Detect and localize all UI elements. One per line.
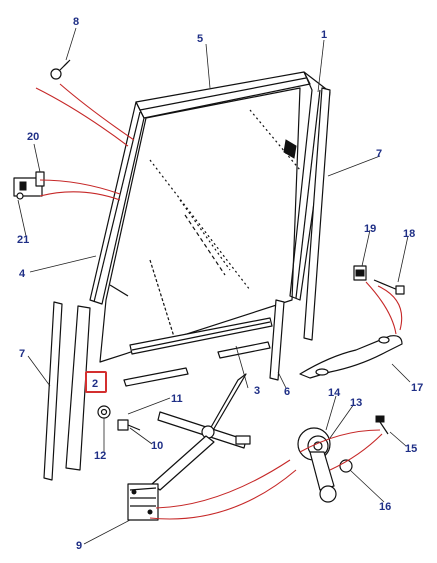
armrest-17 <box>299 335 403 379</box>
screw-15 <box>375 415 389 435</box>
window-regulator <box>127 373 251 521</box>
callout-8: 8 <box>73 16 79 28</box>
callout-20: 20 <box>27 131 39 143</box>
callout-21: 21 <box>17 234 29 246</box>
callout-16: 16 <box>379 501 391 513</box>
callout-10: 10 <box>151 440 163 452</box>
callout-9: 9 <box>76 540 82 552</box>
callout-4: 4 <box>19 268 26 280</box>
screw-8 <box>50 59 71 80</box>
callout-17: 17 <box>411 382 423 394</box>
callout-12: 12 <box>94 450 106 462</box>
run-channels <box>43 87 331 481</box>
nut-19 <box>353 265 367 281</box>
callout-1: 1 <box>321 29 327 41</box>
callout-2-highlight <box>85 371 107 393</box>
winder-handle <box>297 427 337 503</box>
screw-10 <box>117 419 141 431</box>
callout-7-left: 7 <box>19 348 25 360</box>
callout-18: 18 <box>403 228 415 240</box>
callout-3: 3 <box>254 385 260 397</box>
callout-6: 6 <box>284 386 290 398</box>
callout-labels: 1 2 3 4 5 6 7 7 8 9 10 11 12 13 14 15 16… <box>17 16 423 552</box>
clip-20-21 <box>13 171 45 200</box>
callout-7-right: 7 <box>376 148 382 160</box>
window-frame <box>89 71 331 305</box>
callout-13: 13 <box>350 397 362 409</box>
callout-5: 5 <box>197 33 203 45</box>
callout-11: 11 <box>171 393 183 405</box>
callout-19: 19 <box>364 223 376 235</box>
glass-pane <box>99 87 301 363</box>
screw-18 <box>373 279 405 295</box>
black-leaders <box>17 27 411 545</box>
callout-15: 15 <box>405 443 417 455</box>
glass-channel <box>123 317 273 387</box>
callout-2: 2 <box>92 378 98 390</box>
callout-14: 14 <box>328 387 341 399</box>
red-leaders <box>35 83 403 520</box>
washer-12 <box>97 405 111 419</box>
